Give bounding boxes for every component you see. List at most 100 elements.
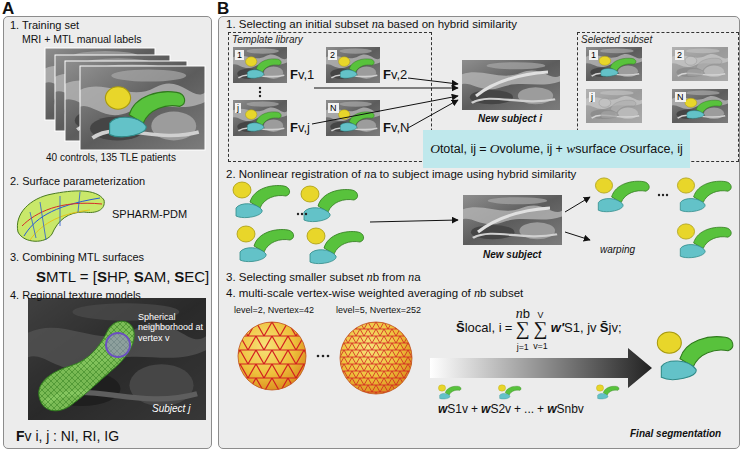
- subscript-text: HP: [107, 268, 126, 285]
- label-text: +: [514, 402, 521, 416]
- mesh-spheres-part: [238, 322, 306, 390]
- subscript-text: jv: [609, 320, 618, 335]
- callout-number: j: [235, 103, 241, 113]
- averaging-arrow-part: [430, 348, 652, 388]
- math-symbol: n: [474, 286, 480, 300]
- label-text: w: [481, 402, 490, 416]
- sum-row: j=1: [517, 339, 529, 352]
- label-text: to subject image using hybrid similarity: [379, 168, 576, 180]
- label-text: +: [537, 402, 544, 416]
- new-subject-image: [462, 60, 560, 110]
- subscript-text: S1v: [447, 402, 468, 416]
- label-text: Subject j: [152, 403, 190, 414]
- subscript-text: v,2: [391, 67, 407, 82]
- label-group: level=2, Nvertex=42: [234, 305, 314, 316]
- label-group: 1. Selecting an initial subsetnabased on…: [226, 17, 517, 33]
- label-text: ,: [126, 268, 130, 285]
- label-group: SPHARM-PDM: [112, 208, 187, 222]
- box-heading: Selected subset: [581, 34, 652, 46]
- sum-column: V∑v=1: [533, 307, 547, 352]
- label-text: S̄: [456, 320, 465, 335]
- panel-letter: A: [2, 1, 14, 16]
- label-text: 4. Regional texture models: [10, 289, 141, 301]
- math-symbol: ∑: [533, 318, 547, 339]
- feature-arrows-part: [408, 100, 458, 128]
- label-group: MRI + MTL manual labels: [22, 33, 142, 46]
- label-group: Fv,N: [383, 120, 410, 136]
- label-text: = [: [80, 268, 97, 285]
- label-text: ;: [618, 320, 622, 335]
- label-group: Fv,2: [383, 67, 407, 83]
- label-text: S: [134, 268, 144, 285]
- registration-arrows-part: [565, 197, 590, 212]
- label-text: j=1: [517, 342, 529, 352]
- label-group: N: [328, 102, 339, 115]
- subscript-text: volume, ij: [500, 142, 553, 156]
- selected-thumbnails-part: [586, 47, 642, 81]
- template-thumbnails-part: [233, 47, 287, 83]
- sum-row: ∑: [533, 320, 547, 339]
- label-text: Final segmentation: [630, 428, 721, 439]
- weighted-shapes-part: [498, 385, 521, 399]
- template-shapes-part: [237, 226, 294, 262]
- label-text: S̄: [600, 320, 609, 335]
- label-group: 1. Training set: [10, 19, 79, 33]
- feature-arrows-part: [312, 96, 458, 124]
- template-thumbnails: [233, 47, 380, 136]
- label-group: Fv,j: [290, 120, 310, 136]
- label-text: S: [36, 268, 46, 285]
- math-symbol: ∑: [516, 318, 530, 339]
- label-group: SMTL= [SHP,SAM,SEC]: [36, 268, 209, 287]
- template-thumbnails-part: [326, 100, 380, 136]
- box-heading: Template library: [232, 34, 303, 46]
- texture-image-part: [39, 321, 134, 411]
- math-symbol: n: [367, 270, 373, 284]
- label-text: w: [438, 402, 447, 416]
- label-text: 1. Training set: [10, 19, 79, 31]
- texture-image-part: [39, 321, 134, 411]
- label-group: level=5, Nvertex=252: [336, 305, 421, 316]
- sum-column: nb∑ j=1: [516, 306, 530, 352]
- callout-number: 2: [675, 50, 684, 60]
- label-group: Final segmentation: [630, 428, 721, 441]
- new-subject-image-part: [478, 208, 550, 232]
- subscript-text: S1, jv: [564, 320, 597, 335]
- label-group: 2. Surface parameterization: [10, 175, 145, 189]
- label-group: Spherical neighborhood at vertex v: [138, 312, 204, 343]
- label-text: F: [290, 120, 298, 135]
- subscript-text: surface, ij: [629, 142, 683, 156]
- label-group: 3. Combining MTL surfaces: [10, 251, 144, 265]
- mri-stack-part: [80, 66, 205, 150]
- math-symbol: n: [408, 270, 414, 284]
- label-text: from: [382, 271, 405, 283]
- weighted-shapes-part: [438, 385, 461, 399]
- label-text: based on hybrid similarity: [387, 18, 517, 30]
- weighted-shapes-part: [596, 385, 619, 399]
- mesh-spheres: [236, 320, 414, 396]
- label-text: 2. Surface parameterization: [10, 175, 145, 187]
- warped-shapes-part: [658, 194, 660, 196]
- template-thumbnails-part: [259, 95, 261, 97]
- label-text: ]: [205, 268, 209, 285]
- subscript-text: AM: [144, 268, 167, 285]
- label-text: Spherical neighborhood at vertex v: [138, 312, 203, 343]
- label-text: F: [290, 67, 298, 82]
- callout-number: 1: [235, 50, 244, 60]
- label-text: 2. Nonlinear registration of: [226, 168, 361, 180]
- label-text: New subject i: [478, 113, 542, 124]
- label-group: S̄local, i=nb∑j=1V∑v=1w'S1, jvS̄jv;: [456, 306, 622, 352]
- sum-row: v=1: [533, 338, 547, 351]
- sum-row: ∑: [516, 320, 530, 339]
- label-group: 3. Selecting smaller subsetnbfromna: [226, 270, 421, 286]
- template-thumbnails-part: [233, 100, 287, 136]
- label-text: w': [551, 320, 564, 335]
- label-group: 2: [328, 49, 337, 62]
- template-shapes-part: [301, 186, 358, 222]
- label-group: New subject: [483, 249, 541, 262]
- template-shapes-part: [307, 228, 364, 264]
- label-text: 1. Selecting an initial subset: [226, 18, 369, 30]
- label-group: 2. Nonlinear registration ofnato subject…: [226, 167, 576, 183]
- sum-row: nb: [516, 306, 530, 320]
- template-shapes-part: [301, 213, 303, 215]
- label-group: 2: [675, 49, 684, 62]
